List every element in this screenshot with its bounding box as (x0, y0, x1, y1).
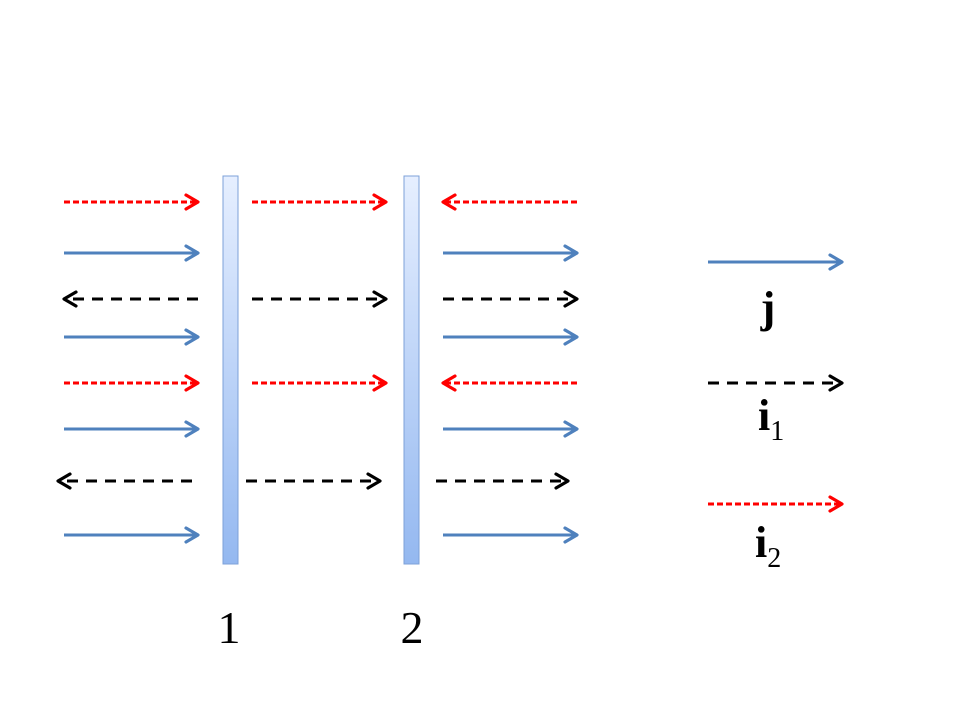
arrow-i1-row3-seg1 (62, 290, 198, 308)
arrow-j-row8-seg3 (443, 526, 579, 544)
arrow-i1-row7-seg1 (56, 472, 192, 490)
legend-i2-subscript: 2 (767, 543, 781, 574)
plate-2-label: 2 (401, 602, 424, 653)
arrow-i2-row5-seg2 (252, 374, 388, 392)
legend-i1-symbol: i (758, 391, 770, 440)
arrow-i1-row3-seg3 (443, 290, 579, 308)
legend-i1-label: i1 (758, 391, 784, 447)
arrow-j-row8-seg1 (64, 526, 200, 544)
arrow-i1-row3-seg2 (252, 290, 388, 308)
legend-arrow-j (708, 253, 844, 271)
arrow-i1-row7-seg2 (246, 472, 382, 490)
legend-i1-subscript: 1 (770, 416, 784, 447)
arrow-j-row2-seg1 (64, 244, 200, 262)
arrow-i2-row1-seg3 (441, 193, 577, 211)
plate-2 (403, 175, 420, 565)
arrow-j-row6-seg1 (64, 420, 200, 438)
arrow-i2-row1-seg1 (64, 193, 200, 211)
plate-1-label: 1 (218, 602, 241, 653)
arrow-j-row6-seg3 (443, 420, 579, 438)
arrow-i2-row1-seg2 (252, 193, 388, 211)
legend-arrow-i1 (708, 374, 844, 392)
arrow-field (56, 193, 579, 544)
plate-1 (222, 175, 239, 565)
legend-arrow-i2 (708, 495, 844, 513)
arrow-i1-row7-seg3 (436, 472, 570, 490)
arrow-j-row2-seg3 (443, 244, 579, 262)
arrow-j-row4-seg1 (64, 328, 200, 346)
legend-i2-symbol: i (755, 518, 767, 567)
arrow-i2-row5-seg3 (441, 374, 577, 392)
legend (708, 253, 844, 513)
arrow-i2-row5-seg1 (64, 374, 200, 392)
legend-i2-label: i2 (755, 518, 781, 574)
arrow-j-row4-seg3 (443, 328, 579, 346)
legend-j-label: j (760, 283, 776, 332)
